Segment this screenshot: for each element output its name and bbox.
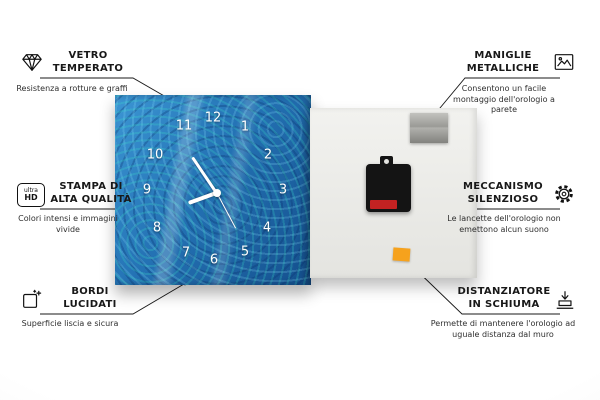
clock-number-9: 9 [142,182,152,198]
polished-edges-icon [19,288,43,312]
callout-title-stampa-alta-qualita: STAMPA DI ALTA QUALITÀ [50,181,132,205]
callout-desc-stampa-alta-qualita: Colori intensi e immagini vivide [18,214,118,234]
callout-desc-maniglie-metalliche: Consentono un facile montaggio dell'orol… [453,84,555,114]
clock-hands-cap [213,189,221,197]
clock-number-8: 8 [152,220,162,236]
clock-number-1: 1 [240,119,250,135]
clock-number-11: 11 [175,118,193,134]
ultra-hd-icon-text-bottom: HD [24,193,38,202]
metal-handle [410,113,448,143]
clock-number-12: 12 [204,110,222,126]
picture-frame-icon [552,50,576,74]
gear-icon [552,182,576,206]
clock-mechanism [366,156,411,212]
hanger-hole [384,159,389,164]
minute-hand [191,156,218,194]
callout-title-meccanismo-silenzioso: MECCANISMO SILENZIOSO [463,181,543,205]
second-hand [216,192,237,229]
callout-desc-bordi-lucidati: Superficie liscia e sicura [21,319,119,328]
diamond-icon [20,50,44,74]
clock-number-6: 6 [209,252,219,268]
foam-spacer [392,247,411,262]
clock-number-3: 3 [278,182,288,198]
callout-title-distanziatore-in-schiuma: DISTANZIATORE IN SCHIUMA [457,286,551,310]
callout-title-bordi-lucidati: BORDI LUCIDATI [63,286,117,310]
battery [370,200,397,209]
clock-back-view [310,108,477,278]
callout-title-maniglie-metalliche: MANIGLIE METALLICHE [466,50,540,74]
clock-front-view: 1 2 3 4 5 6 7 8 9 10 11 12 [115,95,311,285]
clock-number-7: 7 [181,245,191,261]
ultra-hd-icon: ultra HD [17,183,45,207]
clock-number-10: 10 [146,147,164,163]
ultra-hd-icon-text-top: ultra [24,187,38,194]
callout-title-vetro-temperato: VETRO TEMPERATO [52,50,124,74]
callout-desc-distanziatore-in-schiuma: Permette di mantenere l'orologio ad ugua… [430,319,576,339]
clock-number-4: 4 [262,220,272,236]
foam-spacer-icon [553,288,577,312]
clock-number-2: 2 [263,147,273,163]
callout-desc-meccanismo-silenzioso: Le lancette dell'orologio non emettono a… [447,214,561,234]
callout-desc-vetro-temperato: Resistenza a rotture e graffi [16,84,128,93]
clock-number-5: 5 [240,244,250,260]
